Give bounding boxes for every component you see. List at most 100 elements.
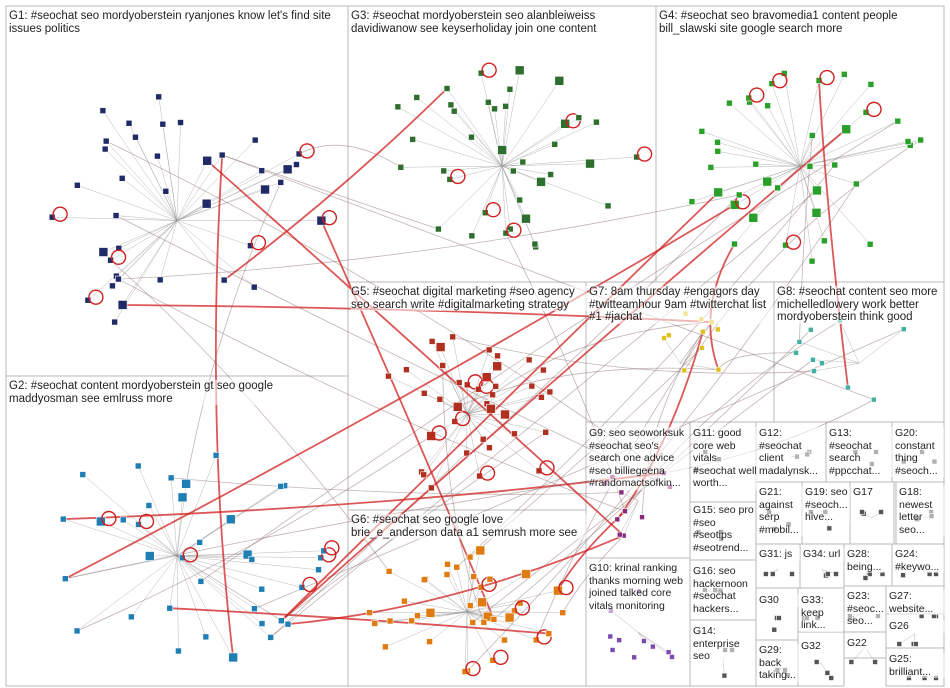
- edge: [501, 121, 597, 167]
- node: [770, 571, 776, 577]
- node: [489, 391, 496, 399]
- group-box-g3: [347, 5, 657, 283]
- node: [540, 366, 547, 374]
- node: [440, 167, 448, 175]
- node: [693, 466, 699, 473]
- node: [446, 176, 454, 183]
- node: [84, 296, 92, 304]
- edge: [717, 151, 801, 167]
- edge: [176, 220, 251, 246]
- node: [681, 367, 688, 374]
- node: [636, 588, 642, 595]
- node: [808, 132, 816, 139]
- group-box-g11: [689, 421, 757, 503]
- node: [428, 338, 436, 345]
- cross-group-edge: [222, 154, 874, 401]
- edge: [429, 611, 468, 642]
- node: [785, 521, 792, 528]
- node: [900, 326, 907, 332]
- cross-group-edge: [452, 336, 815, 374]
- node: [528, 382, 536, 390]
- edge: [110, 220, 178, 261]
- node: [490, 615, 498, 623]
- edge: [799, 84, 872, 167]
- self-loop: [250, 234, 267, 251]
- node: [716, 456, 722, 463]
- edge: [701, 131, 801, 167]
- edge: [501, 166, 507, 234]
- node: [713, 187, 723, 198]
- node: [477, 69, 485, 77]
- node: [931, 613, 937, 619]
- node: [641, 638, 647, 644]
- self-loop: [431, 425, 447, 441]
- node: [914, 516, 920, 523]
- edge: [839, 320, 860, 364]
- node: [900, 458, 907, 465]
- edge: [501, 144, 555, 167]
- self-loop: [539, 460, 555, 476]
- node: [175, 647, 182, 655]
- cross-group-edge: [456, 164, 836, 568]
- cross-group-edge: [223, 87, 448, 281]
- edge: [106, 140, 178, 221]
- edge: [494, 108, 503, 167]
- edge: [450, 104, 503, 167]
- node: [811, 368, 817, 374]
- node: [608, 607, 614, 614]
- self-loop: [558, 579, 574, 596]
- node: [639, 514, 645, 520]
- node: [847, 613, 853, 620]
- self-loop: [514, 600, 531, 616]
- node: [177, 492, 188, 503]
- node: [401, 597, 408, 605]
- node: [848, 659, 855, 665]
- edge: [176, 555, 234, 658]
- node: [933, 675, 939, 681]
- node: [699, 328, 706, 335]
- node: [435, 225, 442, 233]
- edge: [438, 165, 503, 230]
- node: [452, 402, 463, 412]
- node: [650, 643, 656, 650]
- edge: [77, 185, 178, 221]
- node: [906, 675, 912, 681]
- edge: [466, 349, 490, 415]
- node: [421, 576, 428, 583]
- node: [511, 430, 518, 438]
- node: [267, 634, 274, 641]
- node: [768, 80, 776, 87]
- node: [102, 137, 110, 145]
- edge: [431, 414, 468, 489]
- edge: [165, 191, 178, 221]
- cross-group-edge: [270, 190, 818, 638]
- edge: [122, 178, 178, 221]
- edge: [695, 468, 724, 470]
- self-loop: [324, 540, 340, 556]
- edge: [466, 403, 488, 415]
- edge: [799, 165, 871, 245]
- node: [551, 140, 559, 148]
- edge: [501, 165, 520, 201]
- node: [516, 196, 523, 204]
- node: [511, 607, 518, 615]
- group-box-g31: [755, 543, 801, 589]
- edge: [176, 555, 179, 651]
- node: [688, 198, 696, 205]
- edge: [176, 555, 319, 570]
- node: [602, 480, 609, 487]
- node: [101, 145, 109, 153]
- node: [614, 516, 621, 523]
- self-loop: [138, 513, 155, 530]
- node: [702, 449, 709, 455]
- node: [871, 396, 877, 403]
- cross-group-edge: [663, 399, 875, 474]
- edge: [176, 555, 302, 588]
- edge: [176, 139, 256, 221]
- node: [873, 449, 879, 455]
- edge: [799, 145, 911, 167]
- node: [559, 609, 567, 616]
- node: [132, 133, 139, 141]
- edge: [397, 106, 503, 167]
- node: [872, 659, 878, 665]
